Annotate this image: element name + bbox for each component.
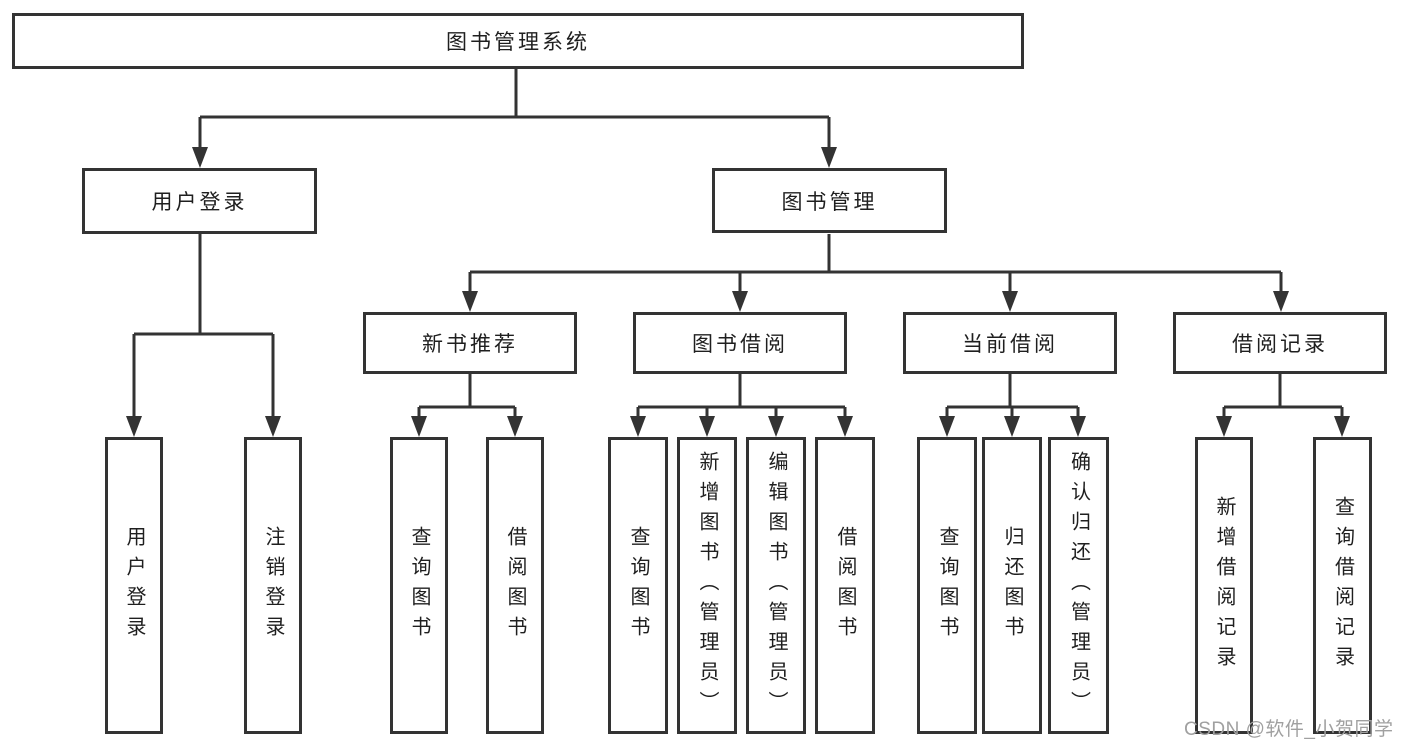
leaf-label: 查询图书: [627, 525, 649, 646]
leaf-label: 查询图书: [408, 525, 430, 646]
leaf-label: 新增借阅记录: [1213, 495, 1235, 676]
node-root-system: 图书管理系统: [12, 13, 1024, 69]
leaf-label: 查询图书: [936, 525, 958, 646]
leaf-records-query: 查询借阅记录: [1313, 437, 1372, 734]
leaf-label: 用户登录: [123, 525, 145, 646]
node-current-borrow: 当前借阅: [903, 312, 1117, 374]
leaf-label: 新增图书（管理员）: [696, 450, 718, 721]
leaf-label: 借阅图书: [834, 525, 856, 646]
node-book-borrow: 图书借阅: [633, 312, 847, 374]
leaf-logout: 注销登录: [244, 437, 302, 734]
node-book-management: 图书管理: [712, 168, 947, 233]
leaf-borrow-query-books: 查询图书: [608, 437, 668, 734]
leaf-borrow-borrow-books: 借阅图书: [815, 437, 875, 734]
leaf-newbook-query-books: 查询图书: [390, 437, 448, 734]
leaf-records-add: 新增借阅记录: [1195, 437, 1253, 734]
leaf-user-login: 用户登录: [105, 437, 163, 734]
node-user-login: 用户登录: [82, 168, 317, 234]
leaf-current-query-books: 查询图书: [917, 437, 977, 734]
leaf-current-return-books: 归还图书: [982, 437, 1042, 734]
leaf-newbook-borrow-books: 借阅图书: [486, 437, 544, 734]
leaf-label: 归还图书: [1001, 525, 1023, 646]
csdn-watermark: CSDN @软件_小贺同学: [1184, 719, 1394, 740]
leaf-label: 确认归还（管理员）: [1067, 450, 1090, 721]
leaf-borrow-edit-books-admin: 编辑图书（管理员）: [746, 437, 806, 734]
leaf-label: 借阅图书: [504, 525, 526, 646]
leaf-borrow-add-books-admin: 新增图书（管理员）: [677, 437, 737, 734]
leaf-current-confirm-return-admin: 确认归还（管理员）: [1048, 437, 1109, 734]
leaf-label: 注销登录: [262, 525, 284, 646]
leaf-label: 编辑图书（管理员）: [765, 450, 787, 721]
leaf-label: 查询借阅记录: [1331, 495, 1354, 676]
node-borrow-records: 借阅记录: [1173, 312, 1387, 374]
node-new-book-recommend: 新书推荐: [363, 312, 577, 374]
